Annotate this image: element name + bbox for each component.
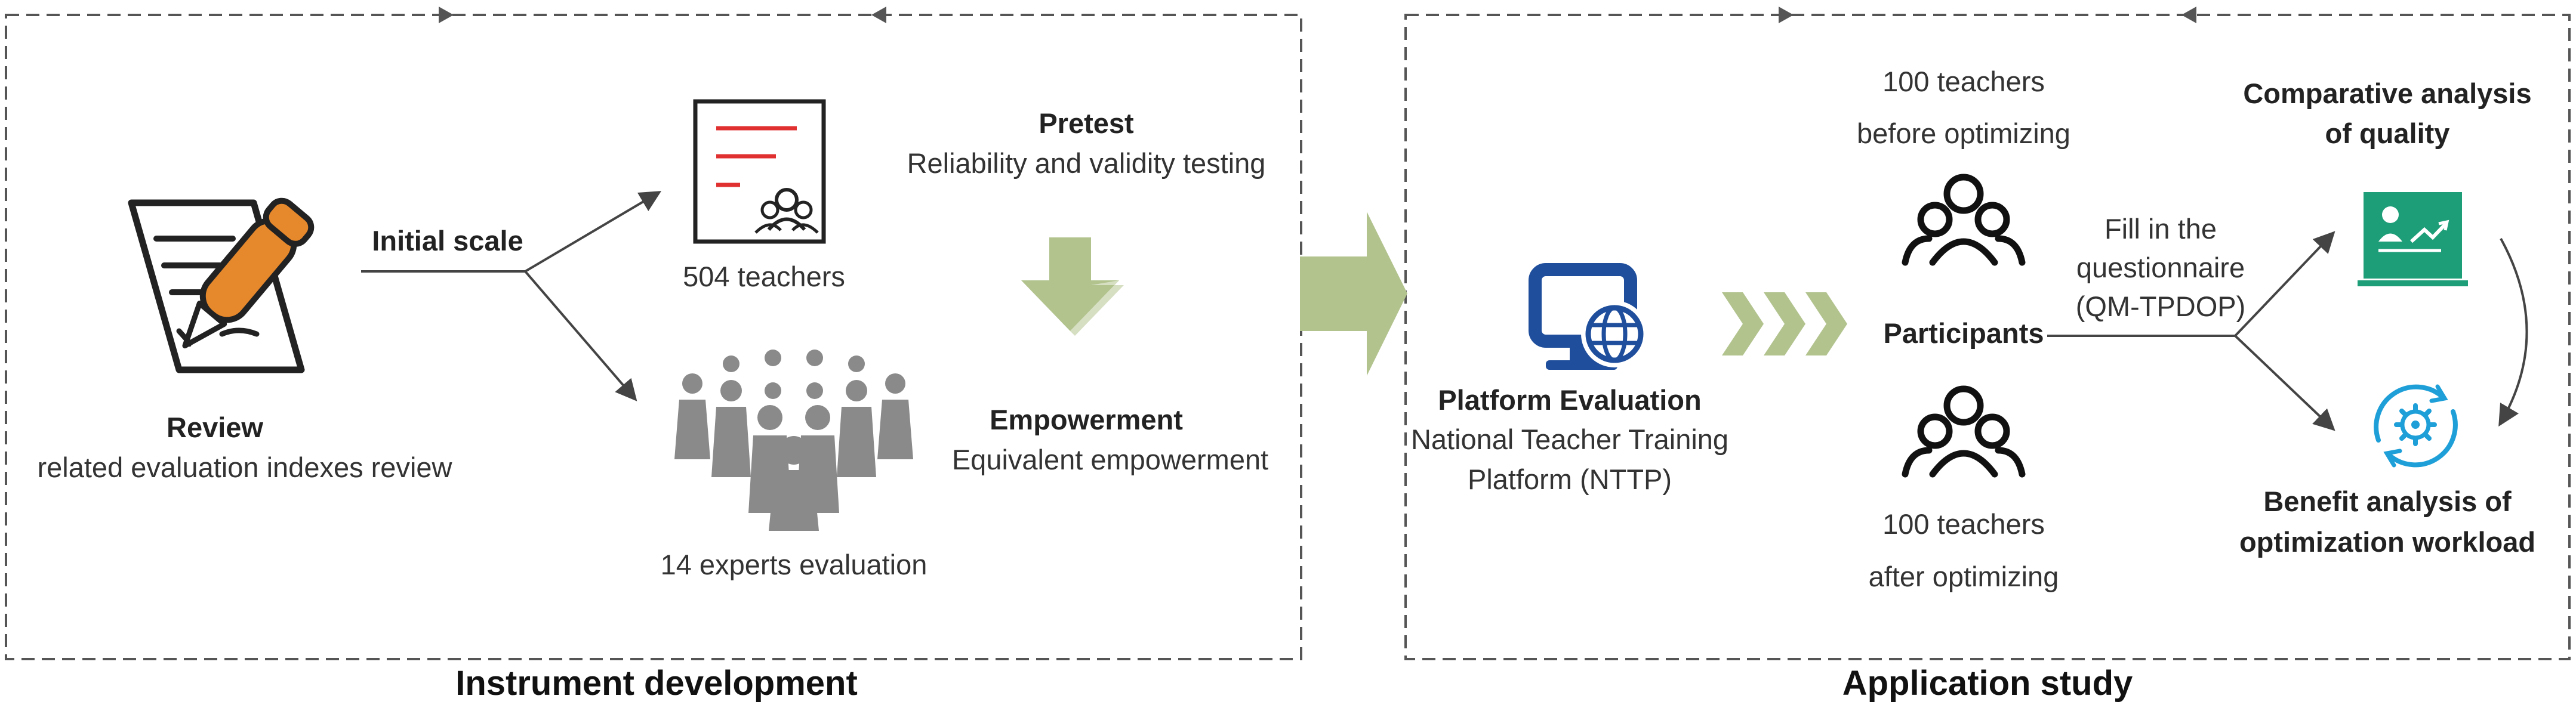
pretest-subtitle: Reliability and validity testing — [907, 147, 1266, 179]
after-line2: after optimizing — [1868, 561, 2059, 592]
platform-title: Platform Evaluation — [1438, 384, 1702, 416]
questionnaire-line3: (QM-TPDOP) — [2075, 290, 2246, 322]
empowerment-subtitle: Equivalent empowerment — [951, 444, 1269, 475]
platform-line2: Platform (NTTP) — [1467, 463, 1672, 495]
before-line2: before optimizing — [1857, 118, 2070, 149]
computer-globe-icon — [1529, 263, 1648, 370]
down-arrow — [1021, 237, 1119, 331]
chevron-arrows — [1722, 292, 1847, 355]
experts-label: 14 experts evaluation — [660, 549, 928, 580]
people-group-icon-after — [1902, 385, 2026, 478]
questionnaire-doc-icon — [693, 99, 826, 244]
frame-arrow-left-2 — [2181, 7, 2196, 23]
frame-arrow-right-1 — [439, 7, 454, 23]
initial-scale-label: Initial scale — [372, 225, 523, 256]
transition-arrow — [1300, 212, 1407, 376]
questionnaire-line1: Fill in the — [2104, 213, 2217, 245]
quality-line2: of quality — [2325, 118, 2450, 149]
benefit-line2: optimization workload — [2239, 526, 2536, 558]
gear-cycle-icon — [2374, 384, 2458, 468]
platform-line1: National Teacher Training — [1410, 423, 1729, 455]
instrument-development-frame — [5, 14, 1302, 660]
before-line1: 100 teachers — [1882, 66, 2045, 97]
after-line1: 100 teachers — [1882, 508, 2045, 540]
down-arrow-shadow — [1070, 280, 1124, 336]
initial-scale-connector — [361, 191, 662, 401]
empowerment-title: Empowerment — [990, 404, 1183, 435]
people-group-icon-before — [1902, 174, 2026, 266]
application-study-caption: Application study — [1842, 664, 2133, 703]
application-study-frame — [1404, 14, 2571, 660]
document-pen-icon — [128, 197, 315, 373]
questionnaire-connector — [2047, 231, 2335, 431]
benefit-line1: Benefit analysis of — [2263, 486, 2512, 517]
review-title: Review — [167, 412, 263, 443]
frame-arrow-right-2 — [1779, 7, 1794, 23]
presentation-board-icon — [2358, 192, 2468, 286]
instrument-development-caption: Instrument development — [455, 664, 858, 703]
quality-line1: Comparative analysis — [2243, 78, 2532, 109]
questionnaire-line2: questionnaire — [2076, 252, 2245, 283]
curved-arrow — [2498, 238, 2528, 427]
experts-crowd-icon — [674, 350, 913, 531]
participants-label: Participants — [1883, 317, 2044, 349]
teachers-label: 504 teachers — [683, 261, 845, 292]
pretest-title: Pretest — [1039, 107, 1134, 139]
frame-arrow-left-1 — [871, 7, 886, 23]
review-subtitle: related evaluation indexes review — [37, 452, 452, 483]
